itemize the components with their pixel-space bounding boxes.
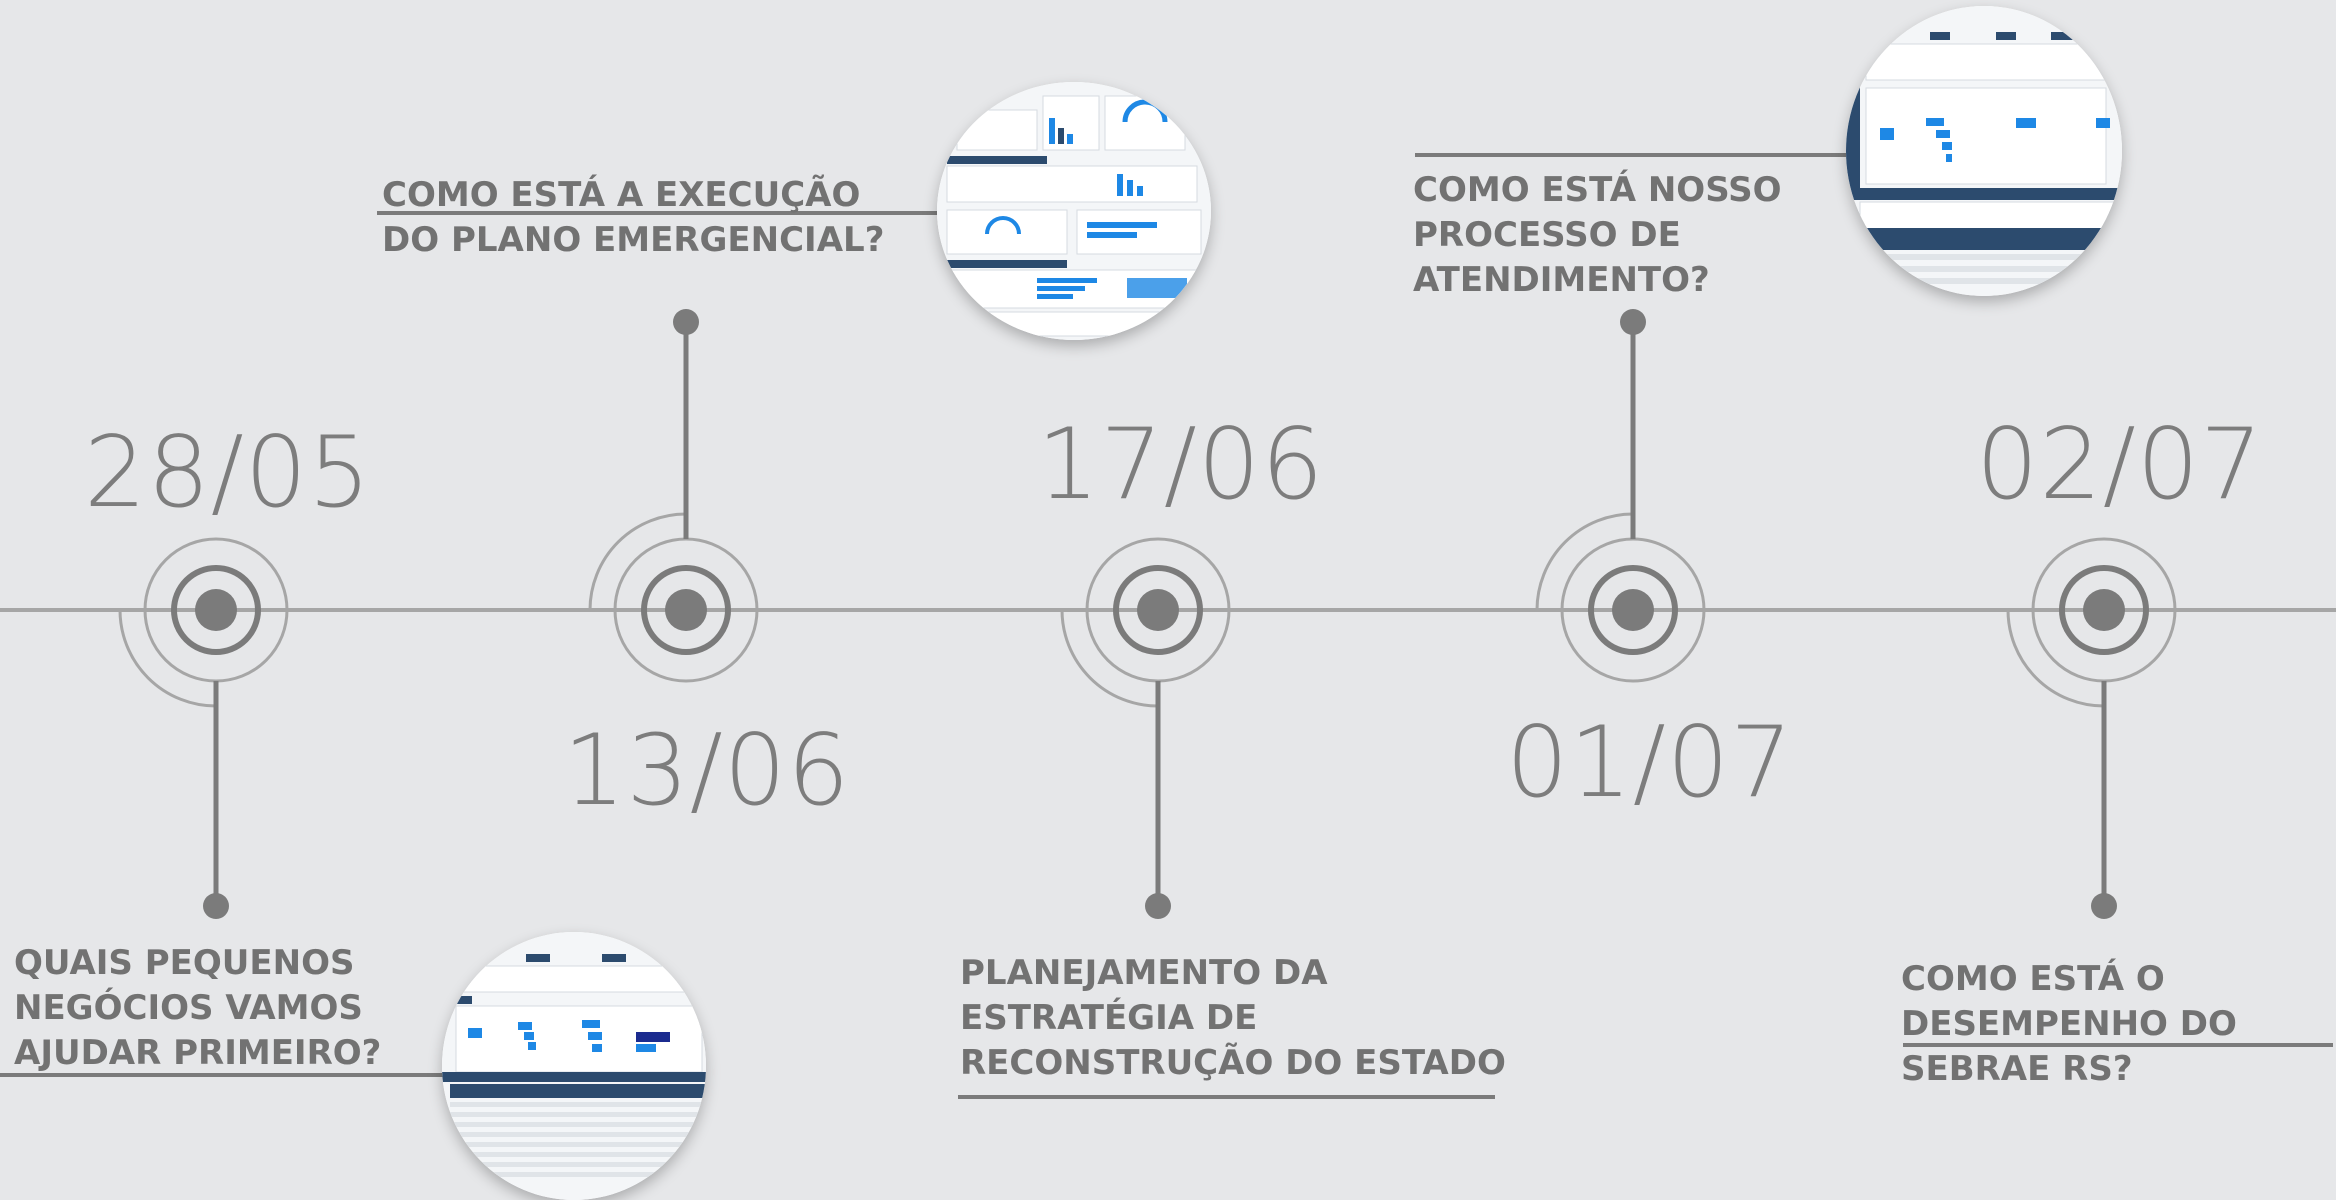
thumb-pequenos-negocios — [442, 932, 706, 1200]
center-dot — [1612, 589, 1654, 631]
date-label-3: 17/06 — [1037, 408, 1325, 522]
inner-ring — [171, 565, 261, 655]
outer-arc — [1060, 609, 1159, 708]
milestone-marker-3 — [1060, 537, 1231, 919]
question-3: PLANEJAMENTO DA ESTRATÉGIA DE RECONSTRUÇ… — [960, 951, 1506, 1086]
connector-dot — [203, 893, 229, 919]
question-3-line-3: RECONSTRUÇÃO DO ESTADO — [960, 1043, 1506, 1083]
question-4: COMO ESTÁ NOSSO PROCESSO DE ATENDIMENTO? — [1413, 168, 1782, 303]
inner-ring — [1113, 565, 1203, 655]
connector-dot — [2091, 893, 2117, 919]
question-1-line-3: AJUDAR PRIMEIRO? — [14, 1033, 382, 1073]
center-dot — [2083, 589, 2125, 631]
thumb-plano-emergencial — [937, 82, 1211, 340]
question-5-line-2: DESEMPENHO DO — [1901, 1004, 2237, 1044]
dashboard-thumbnail-icon — [1846, 6, 2122, 296]
question-5-line-3: SEBRAE RS? — [1901, 1049, 2133, 1089]
outer-arc — [118, 609, 217, 708]
question-3-line-2: ESTRATÉGIA DE — [960, 998, 1258, 1038]
inner-ring — [2059, 565, 2149, 655]
dashboard-thumbnail-icon — [442, 932, 706, 1200]
question-5-line-1: COMO ESTÁ O — [1901, 959, 2165, 999]
question-4-line-3: ATENDIMENTO? — [1413, 260, 1710, 300]
question-1-line-1: QUAIS PEQUENOS — [14, 943, 355, 983]
milestone-marker-1 — [118, 537, 289, 919]
thumb-atendimento — [1846, 6, 2122, 296]
dashboard-thumbnail-icon — [937, 82, 1211, 340]
center-dot — [665, 589, 707, 631]
center-dot — [1137, 589, 1179, 631]
date-label-1: 28/05 — [84, 416, 372, 530]
connector-dot — [673, 309, 699, 335]
outer-arc — [588, 512, 687, 611]
inner-ring — [641, 565, 731, 655]
center-dot — [195, 589, 237, 631]
milestone-marker-4 — [1535, 309, 1706, 683]
question-2-line-2: DO PLANO EMERGENCIAL? — [382, 220, 885, 260]
question-4-line-2: PROCESSO DE — [1413, 215, 1681, 255]
milestone-marker-5 — [2006, 537, 2177, 919]
connector-dot — [1145, 893, 1171, 919]
question-1: QUAIS PEQUENOS NEGÓCIOS VAMOS AJUDAR PRI… — [14, 941, 381, 1076]
milestone-marker-2 — [588, 309, 759, 683]
question-3-line-1: PLANEJAMENTO DA — [960, 953, 1328, 993]
question-4-line-1: COMO ESTÁ NOSSO — [1413, 170, 1782, 210]
question-2: COMO ESTÁ A EXECUÇÃO DO PLANO EMERGENCIA… — [382, 173, 884, 263]
connector-dot — [1620, 309, 1646, 335]
outer-arc — [1535, 512, 1634, 611]
outer-arc — [2006, 609, 2105, 708]
date-label-4: 01/07 — [1506, 706, 1794, 820]
inner-ring — [1588, 565, 1678, 655]
question-1-line-2: NEGÓCIOS VAMOS — [14, 988, 363, 1028]
question-5: COMO ESTÁ O DESEMPENHO DO SEBRAE RS? — [1901, 957, 2237, 1092]
date-label-5: 02/07 — [1976, 408, 2264, 522]
date-label-2: 13/06 — [563, 714, 851, 828]
question-2-line-1: COMO ESTÁ A EXECUÇÃO — [382, 175, 861, 215]
